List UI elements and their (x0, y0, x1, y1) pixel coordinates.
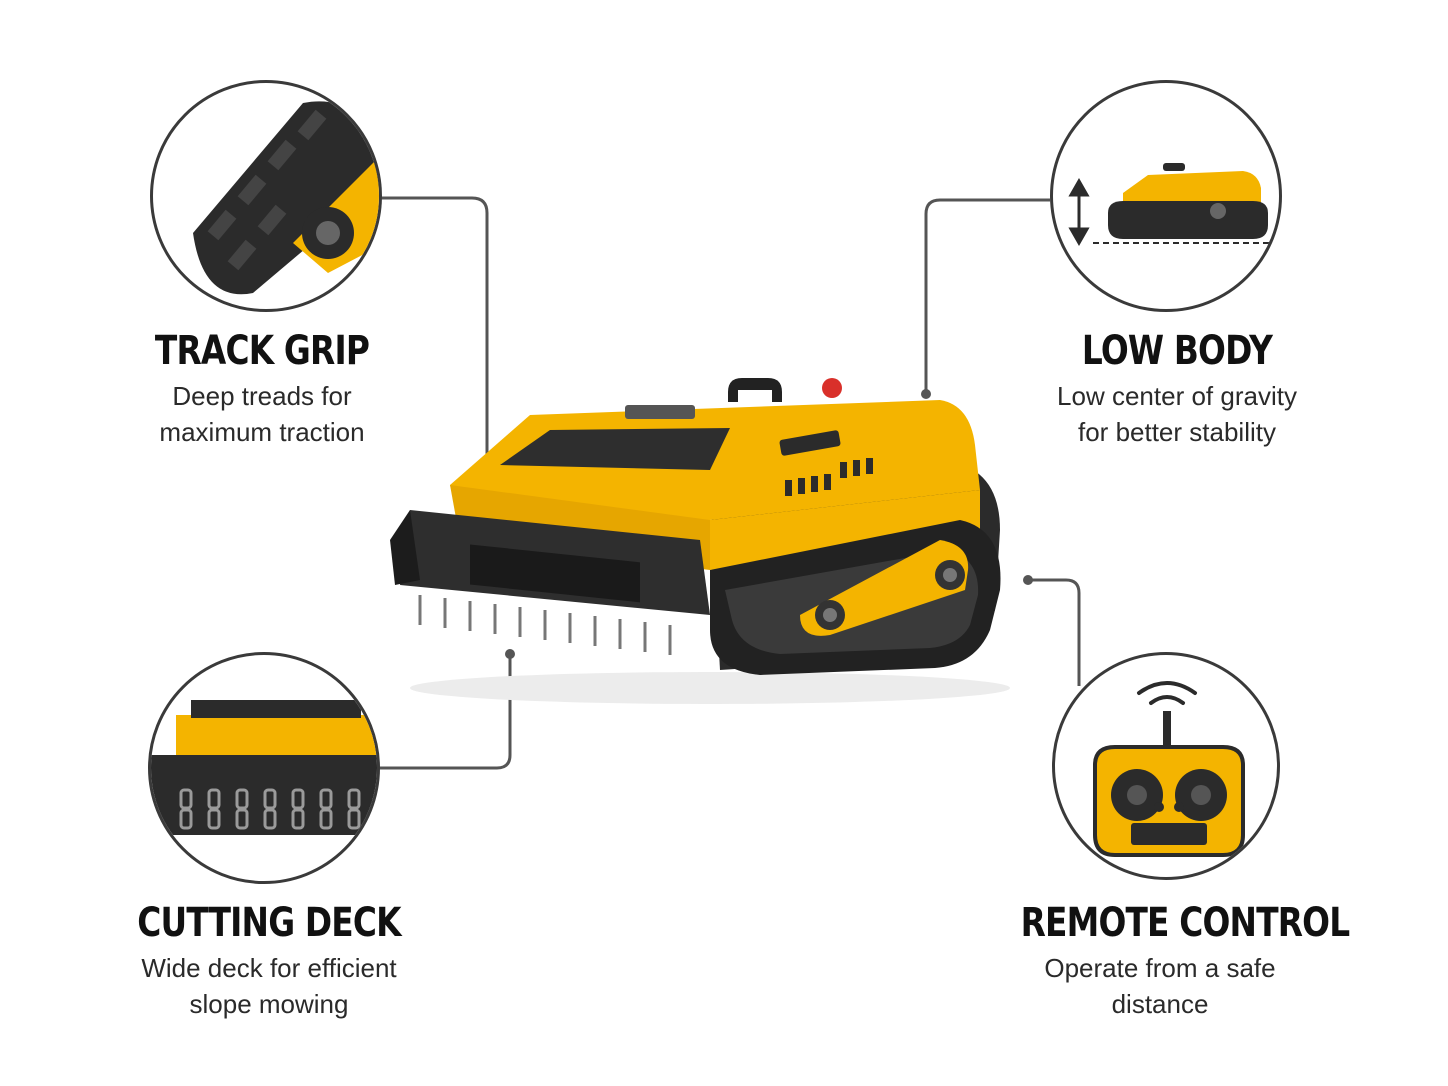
description-line: Low center of gravity (1057, 381, 1297, 411)
feature-title: TRACK GRIP (154, 328, 370, 374)
leader-track-grip (378, 196, 489, 474)
feature-track-grip: TRACK GRIP Deep treads for maximum tract… (112, 328, 412, 450)
feature-description: Low center of gravity for better stabili… (1022, 378, 1332, 450)
track-grip-circle (150, 80, 382, 312)
feature-title: REMOTE CONTROL (1020, 900, 1351, 946)
feature-title: LOW BODY (1081, 328, 1273, 374)
cutting-deck-icon (151, 700, 377, 835)
description-line: distance (1111, 989, 1209, 1019)
feature-low-body: LOW BODY Low center of gravity for bette… (1022, 328, 1332, 450)
remote-controller-icon (1093, 681, 1245, 857)
low-body-circle (1050, 80, 1282, 312)
anchor-dot (921, 389, 931, 399)
feature-title: CUTTING DECK (137, 900, 401, 946)
description-line: Operate from a safe (1044, 953, 1276, 983)
leader-remote-control (1028, 578, 1081, 686)
cutting-deck-circle (148, 652, 380, 884)
description-line: for better stability (1078, 417, 1276, 447)
leader-cutting-deck (372, 654, 512, 770)
feature-description: Wide deck for efficient slope mowing (104, 950, 434, 1022)
anchor-dot (505, 649, 515, 659)
remote-control-circle (1052, 652, 1280, 880)
feature-cutting-deck: CUTTING DECK Wide deck for efficient slo… (104, 900, 434, 1022)
track-tread-icon (193, 101, 379, 295)
feature-description: Deep treads for maximum traction (112, 378, 412, 450)
low-profile-icon (1068, 163, 1278, 247)
description-line: maximum traction (159, 417, 365, 447)
description-line: Deep treads for (172, 381, 352, 411)
leader-low-body (924, 198, 1050, 392)
anchor-dot (1023, 575, 1033, 585)
description-line: slope mowing (189, 989, 349, 1019)
description-line: Wide deck for efficient (141, 953, 397, 983)
feature-remote-control: REMOTE CONTROL Operate from a safe dista… (990, 900, 1351, 1022)
tracked-mower-icon (390, 378, 1010, 704)
feature-description: Operate from a safe distance (990, 950, 1330, 1022)
